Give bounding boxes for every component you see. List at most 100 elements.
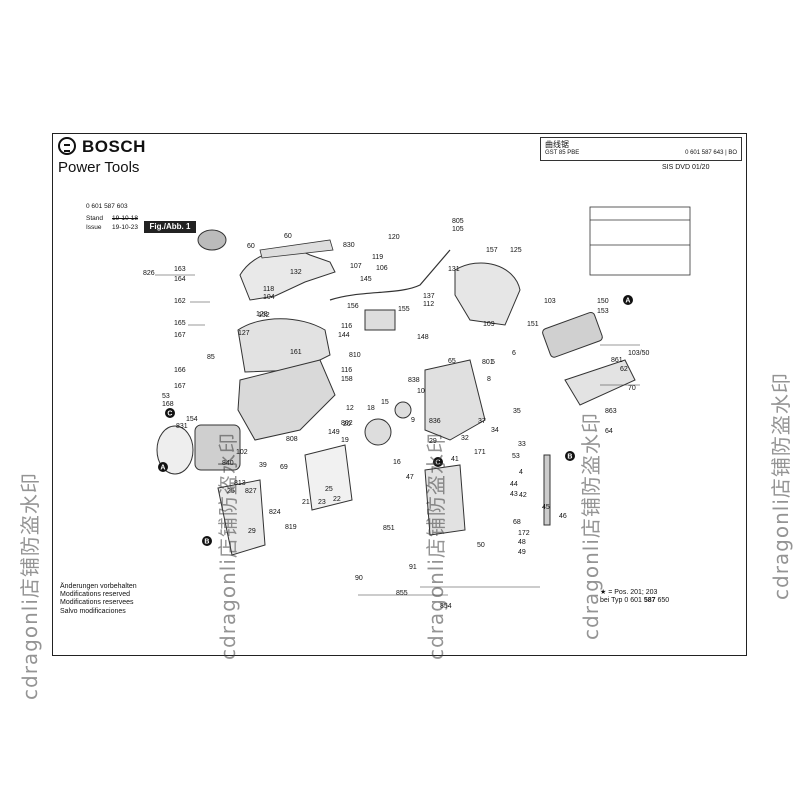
part-label-148: 148 — [417, 334, 429, 341]
part-label-23: 23 — [318, 499, 326, 506]
part-label-838: 838 — [408, 377, 420, 384]
part-label-48: 48 — [518, 539, 526, 546]
part-label-62: 62 — [620, 366, 628, 373]
armature — [542, 311, 603, 358]
footnote-line2: bei Typ 0 601 587 650 — [600, 597, 669, 605]
part-label-137: 137 — [423, 293, 435, 300]
part-label-144: 144 — [338, 332, 350, 339]
part-label-158: 158 — [341, 376, 353, 383]
part-label-805: 805 — [452, 218, 464, 225]
part-label-819: 819 — [285, 524, 297, 531]
callout-letter-a: A — [160, 465, 165, 472]
part-label-824: 824 — [269, 509, 281, 516]
part-label-68: 68 — [513, 519, 521, 526]
part-label-801: 801 — [482, 359, 494, 366]
part-label-163: 163 — [174, 266, 186, 273]
part-label-34: 34 — [491, 427, 499, 434]
part-label-46: 46 — [559, 513, 567, 520]
part-label-132: 132 — [290, 269, 302, 276]
part-label-813: 813 — [234, 480, 246, 487]
part-label-854: 854 — [440, 603, 452, 610]
part-label-166: 166 — [174, 367, 186, 374]
part-label-18: 18 — [367, 405, 375, 412]
part-label-53: 53 — [512, 453, 520, 460]
part-label-45: 45 — [542, 504, 550, 511]
part-label-25: 25 — [325, 486, 333, 493]
part-label-171: 171 — [474, 449, 486, 456]
part-label-855: 855 — [396, 590, 408, 597]
part-label-827: 827 — [245, 488, 257, 495]
note-line: Modifications reserved — [60, 591, 131, 599]
note-line: Änderungen vorbehalten — [60, 583, 137, 590]
stand-label: Stand — [86, 215, 103, 222]
dvd-label: SIS DVD 01/20 — [662, 164, 710, 171]
footnote-suffix: 650 — [655, 597, 670, 605]
side-plate — [217, 479, 266, 556]
part-label-19: 19 — [341, 437, 349, 444]
part-label-802: 802 — [341, 420, 353, 427]
part-label-168: 168 — [162, 401, 174, 408]
model-name: GST 85 PBE — [545, 150, 580, 156]
part-label-41: 41 — [451, 456, 459, 463]
figure-tag: Fig./Abb. 1 — [144, 221, 196, 233]
part-label-10: 10 — [417, 388, 425, 395]
part-label-49: 49 — [518, 549, 526, 556]
handle-grip — [259, 239, 334, 259]
part-label-851: 851 — [383, 525, 395, 532]
part-label-161: 161 — [290, 349, 302, 356]
part-label-153: 153 — [597, 308, 609, 315]
part-label-836: 836 — [429, 418, 441, 425]
part-label-16: 16 — [393, 459, 401, 466]
part-label-85: 85 — [207, 354, 215, 361]
callout-letter-b: B — [204, 539, 209, 546]
part-label-150: 150 — [597, 298, 609, 305]
part-label-145: 145 — [360, 276, 372, 283]
part-label-43: 43 — [510, 491, 518, 498]
brand-name: BOSCH — [82, 137, 146, 156]
part-label-107: 107 — [350, 263, 362, 270]
part-label-106: 106 — [376, 265, 388, 272]
part-label-15: 15 — [381, 399, 389, 406]
footnote-bold: 587 — [643, 597, 656, 605]
part-label-162: 162 — [174, 298, 186, 305]
drawing-frame — [52, 133, 747, 656]
callout-letter-a: A — [625, 298, 630, 305]
part-label-125: 125 — [510, 247, 522, 254]
part-label-21: 21 — [302, 499, 310, 506]
part-label-5: 5 — [491, 359, 495, 366]
stand-date: 19-10-18 — [112, 215, 139, 222]
part-label-155: 155 — [398, 306, 410, 313]
footnote: ★ = Pos. 201; 203 bei Typ 0 601 587 650 — [600, 589, 669, 605]
part-label-127: 127 — [238, 330, 250, 337]
part-label-128: 128 — [256, 311, 268, 318]
issue-date: 19-10-23 — [112, 224, 139, 231]
bosch-logo-icon — [58, 137, 76, 155]
part-label-12: 12 — [346, 405, 354, 412]
watermark-1: cdragonli店铺防盗水印 — [18, 472, 42, 700]
callout-letter-c: C — [435, 460, 440, 467]
speed-knob — [197, 229, 227, 251]
part-label-116: 116 — [341, 323, 352, 330]
bracket — [304, 444, 353, 511]
part-label-102: 102 — [236, 449, 248, 456]
gearbox-housing — [424, 359, 486, 441]
part-label-60: 60 — [247, 243, 255, 250]
part-label-70: 70 — [628, 385, 636, 392]
callout-circle-a — [158, 462, 168, 472]
part-label-29: 29 — [248, 528, 256, 535]
part-label-69: 69 — [280, 464, 288, 471]
part-label-103-50: 103/50 — [628, 350, 650, 357]
part-label-44: 44 — [510, 481, 518, 488]
part-label-167: 167 — [174, 332, 186, 339]
brand-block: BOSCH Power Tools — [58, 137, 198, 177]
part-label-8: 8 — [487, 376, 491, 383]
part-label-157: 157 — [486, 247, 498, 254]
part-label-112: 112 — [423, 301, 434, 308]
callout-letter-b: B — [567, 454, 572, 461]
part-label-151: 151 — [527, 321, 539, 328]
part-label-60: 60 — [284, 233, 292, 240]
plunger-rod — [543, 454, 551, 526]
brand-subtitle: Power Tools — [58, 159, 140, 176]
